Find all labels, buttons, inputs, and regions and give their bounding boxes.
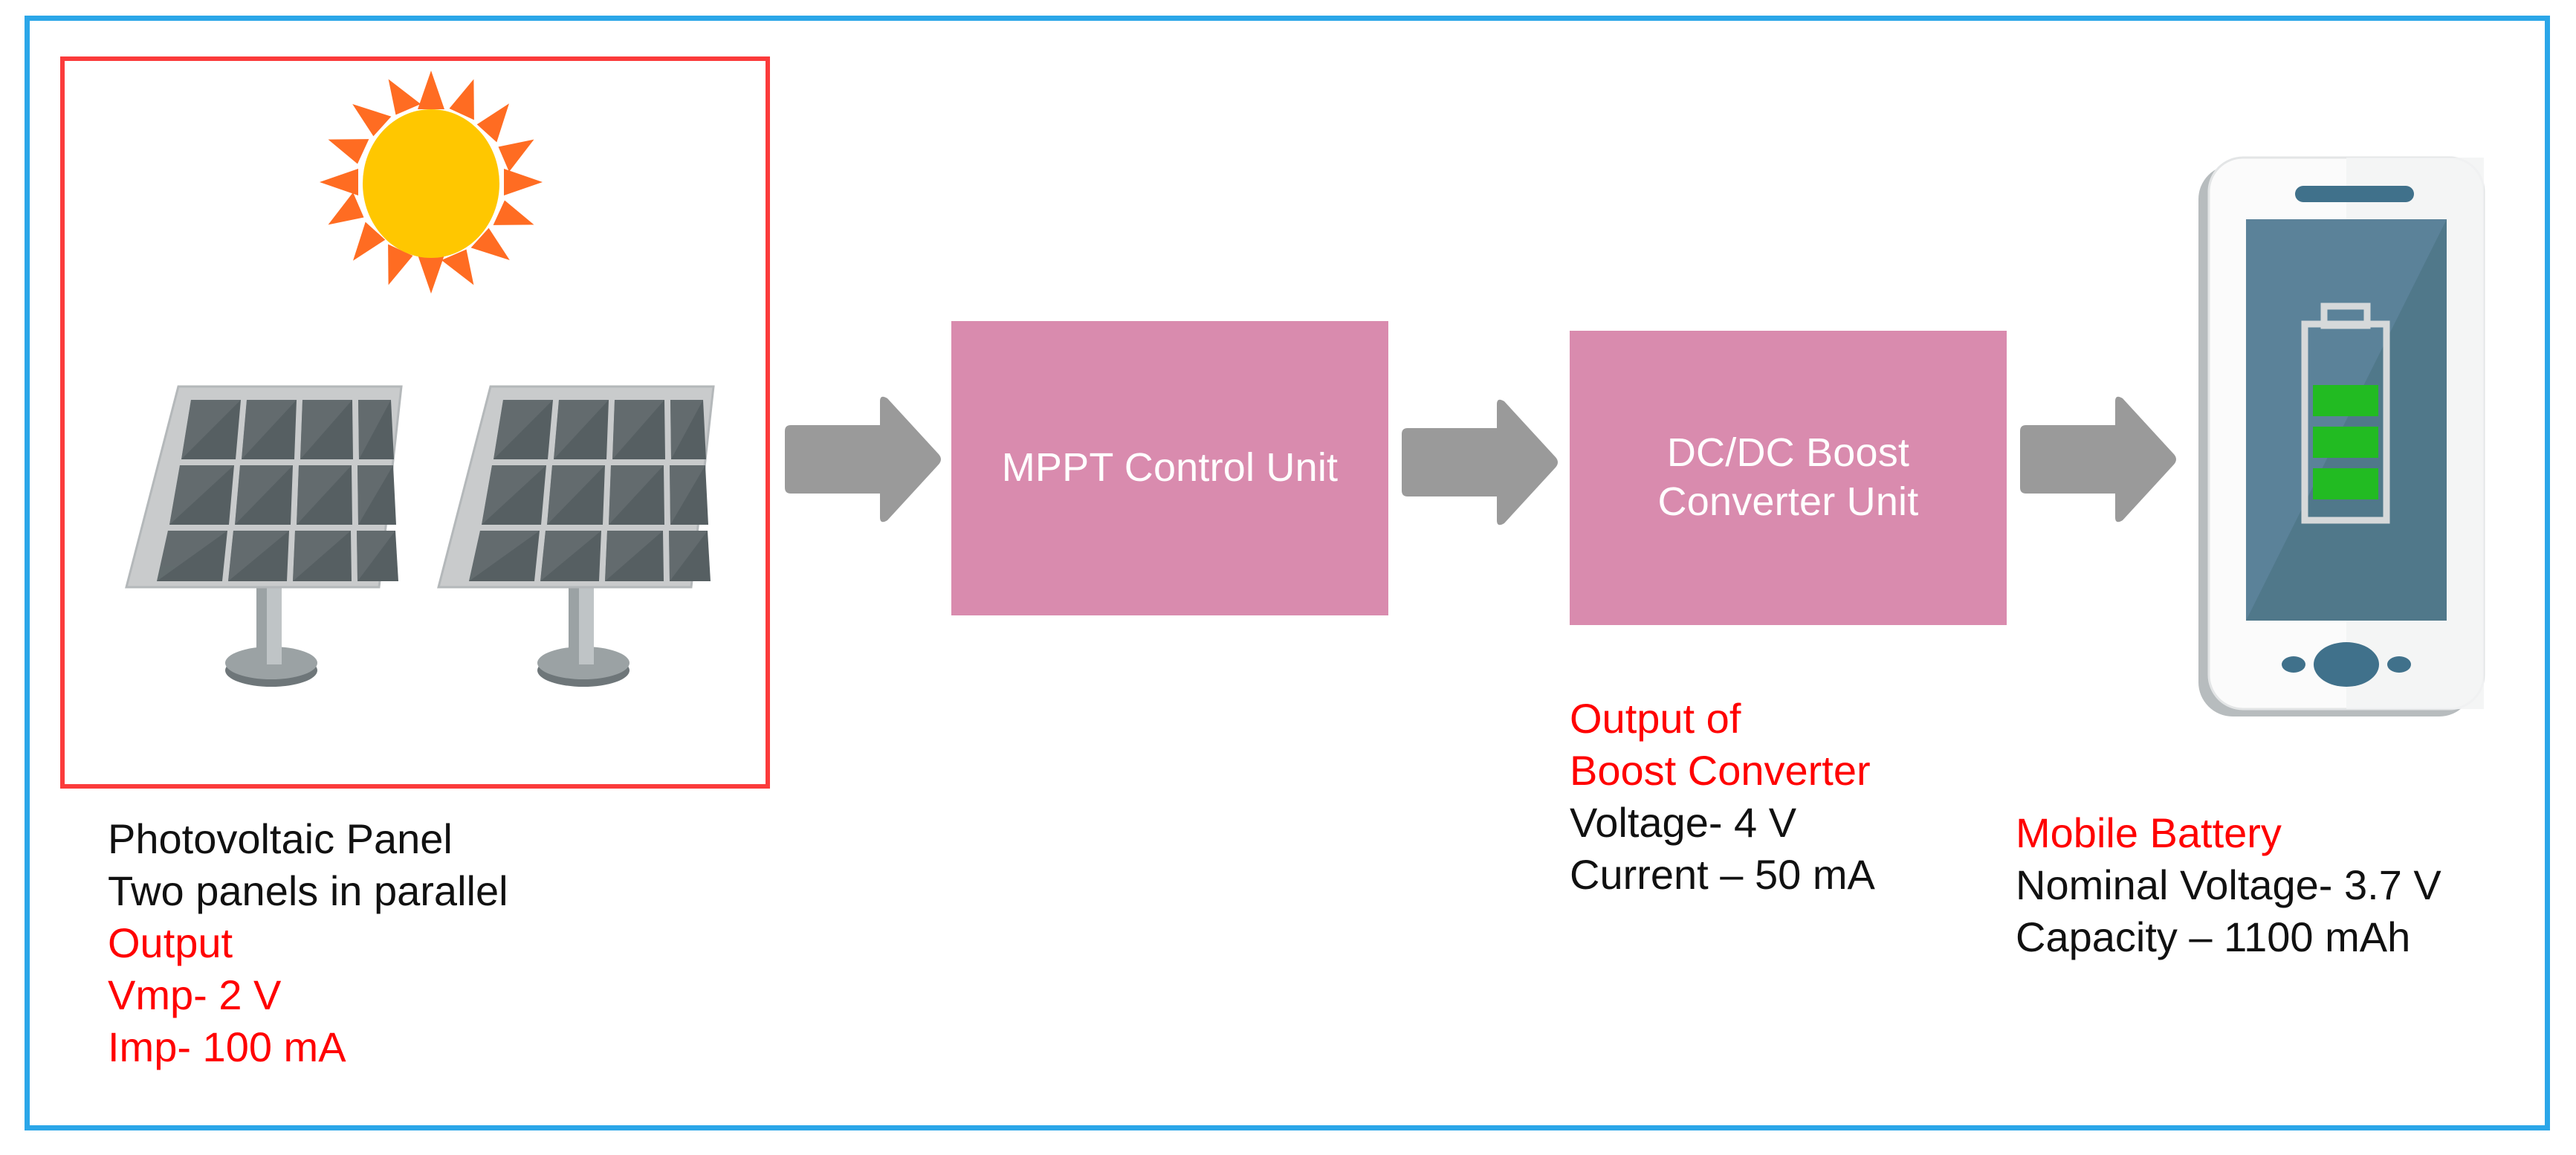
mppt-control-unit-box[interactable]: MPPT Control Unit: [951, 321, 1388, 615]
photovoltaic-caption: Photovoltaic Panel Two panels in paralle…: [108, 813, 508, 1073]
battery-caption-line-3: Capacity – 1100 mAh: [2016, 913, 2411, 960]
arrow-mppt-to-boost-icon: [1396, 395, 1562, 529]
battery-caption-line-2: Nominal Voltage- 3.7 V: [2016, 861, 2441, 908]
outer-frame-border: [25, 16, 2550, 1130]
boost-caption-line-3: Voltage- 4 V: [1570, 799, 1797, 846]
mobile-phone-battery-icon: [2190, 149, 2502, 728]
arrow-pv-to-mppt-icon: [779, 392, 945, 526]
boost-caption-line-2: Boost Converter: [1570, 747, 1871, 794]
mobile-battery-caption: Mobile Battery Nominal Voltage- 3.7 V Ca…: [2016, 807, 2441, 963]
arrow-boost-to-battery-icon: [2014, 392, 2181, 526]
sun-icon: [320, 71, 543, 294]
pv-caption-line-2: Two panels in parallel: [108, 867, 508, 914]
boost-output-caption: Output of Boost Converter Voltage- 4 V C…: [1570, 693, 1875, 901]
boost-caption-line-4: Current – 50 mA: [1570, 851, 1875, 898]
solar-panel-right-icon: [416, 364, 728, 691]
solar-panel-left-icon: [104, 364, 416, 691]
mppt-control-unit-label: MPPT Control Unit: [1001, 445, 1339, 491]
boost-caption-line-1: Output of: [1570, 695, 1741, 742]
pv-caption-line-4: Vmp- 2 V: [108, 971, 282, 1018]
dcdc-boost-converter-unit-label: DC/DC Boost Converter Unit: [1657, 430, 1919, 524]
pv-caption-line-3: Output: [108, 919, 233, 966]
dcdc-boost-converter-unit-box[interactable]: DC/DC Boost Converter Unit: [1570, 331, 2007, 625]
pv-caption-line-5: Imp- 100 mA: [108, 1023, 346, 1070]
photovoltaic-panel-group-border: [60, 56, 770, 789]
battery-caption-line-1: Mobile Battery: [2016, 809, 2282, 856]
pv-caption-line-1: Photovoltaic Panel: [108, 815, 453, 862]
